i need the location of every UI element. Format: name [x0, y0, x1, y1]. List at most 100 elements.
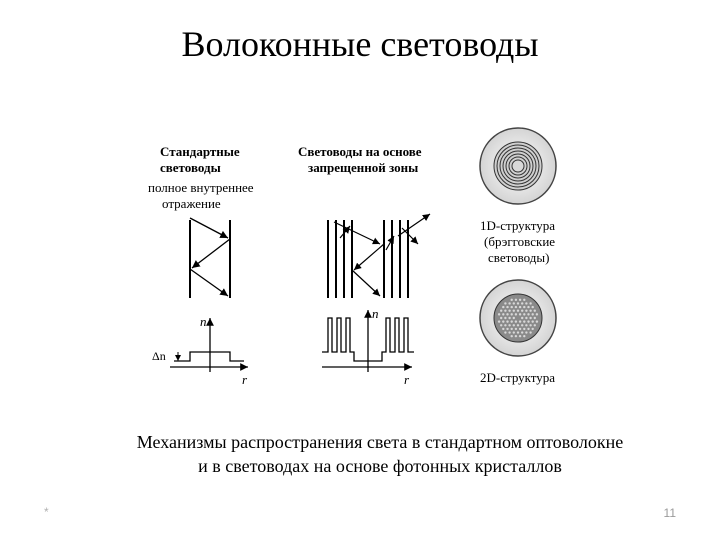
air-hole — [502, 320, 505, 323]
delta-n-label: Δn — [152, 349, 166, 363]
air-hole — [518, 313, 522, 316]
air-hole — [508, 316, 511, 320]
bandgap-axis-n: n — [372, 306, 379, 321]
air-hole — [502, 305, 505, 309]
standard-desc-2: отражение — [162, 196, 221, 211]
air-hole — [497, 313, 501, 316]
air-hole — [523, 313, 526, 316]
standard-axis-n: n — [200, 314, 207, 329]
air-hole — [504, 302, 507, 305]
air-hole — [508, 331, 511, 334]
caption-line-2: и в световодах на основе фотонных криста… — [198, 456, 562, 476]
label-1d-2: (брэгговские — [484, 234, 555, 249]
air-hole — [523, 327, 526, 331]
air-hole — [514, 334, 518, 338]
air-hole — [506, 313, 509, 316]
label-1d-3: световоды) — [488, 250, 549, 265]
total-internal-reflection-ray — [189, 217, 231, 297]
air-hole — [516, 331, 520, 334]
structures-panel: 1D-структура (брэгговские световоды) 2D-… — [479, 127, 557, 385]
standard-heading-1: Стандартные — [160, 144, 240, 159]
bragg-cross-section — [479, 127, 557, 205]
page-number: 11 — [663, 506, 676, 520]
air-hole — [508, 302, 511, 305]
air-hole — [512, 309, 515, 312]
air-hole — [521, 309, 524, 312]
air-hole — [535, 313, 539, 316]
air-hole — [497, 320, 501, 323]
standard-axis-r: r — [242, 372, 248, 387]
air-hole — [529, 324, 532, 327]
air-hole — [523, 305, 526, 309]
air-hole — [527, 313, 530, 316]
air-hole — [510, 327, 513, 331]
air-hole — [523, 334, 526, 338]
air-hole — [512, 331, 515, 334]
air-hole — [525, 331, 528, 334]
air-hole — [521, 324, 524, 327]
air-hole — [529, 331, 532, 334]
air-hole — [516, 302, 520, 305]
air-hole — [527, 320, 530, 323]
air-hole — [514, 305, 518, 309]
air-hole — [512, 302, 515, 305]
label-1d-1: 1D-структура — [480, 218, 555, 233]
air-hole — [525, 309, 528, 312]
air-hole — [512, 324, 515, 327]
air-hole — [500, 309, 503, 312]
label-2d: 2D-структура — [480, 370, 555, 385]
footer-mark: * — [44, 505, 49, 519]
air-hole — [521, 331, 524, 334]
air-hole — [514, 320, 518, 323]
air-hole — [523, 320, 526, 323]
air-hole — [518, 320, 522, 323]
air-hole — [518, 334, 522, 338]
air-hole — [500, 324, 503, 327]
air-hole — [504, 324, 507, 327]
air-hole — [531, 305, 534, 309]
air-hole — [504, 309, 507, 312]
air-hole — [518, 305, 522, 309]
air-hole — [521, 316, 524, 320]
air-hole — [502, 327, 505, 331]
air-hole — [510, 298, 513, 302]
air-hole — [531, 313, 534, 316]
bragg-layers — [327, 220, 409, 298]
air-hole — [531, 320, 534, 323]
bandgap-ray — [333, 213, 431, 297]
air-hole — [514, 327, 518, 331]
air-hole — [523, 298, 526, 302]
bandgap-heading-2: запрещенной зоны — [308, 160, 418, 175]
air-hole — [512, 316, 515, 320]
air-hole — [535, 320, 539, 323]
air-hole — [510, 334, 513, 338]
air-hole — [518, 298, 522, 302]
air-hole — [510, 313, 513, 316]
standard-heading-2: световоды — [160, 160, 221, 175]
bandgap-fiber-panel: Световоды на основе запрещенной зоны — [298, 144, 431, 387]
step-index-profile — [170, 318, 248, 372]
air-hole — [525, 316, 528, 320]
bandgap-heading-1: Световоды на основе — [298, 144, 422, 159]
air-hole — [527, 305, 530, 309]
air-hole — [521, 302, 524, 305]
air-hole — [529, 302, 532, 305]
figure-caption: Механизмы распространения света в станда… — [0, 430, 720, 478]
air-hole — [514, 298, 518, 302]
bandgap-axis-r: r — [404, 372, 410, 387]
caption-line-1: Механизмы распространения света в станда… — [136, 432, 624, 452]
air-hole — [510, 305, 513, 309]
slide-title: Волоконные световоды — [181, 24, 539, 64]
air-hole — [502, 313, 505, 316]
air-hole — [529, 309, 532, 312]
air-hole — [506, 305, 509, 309]
air-hole — [516, 324, 520, 327]
air-hole — [525, 302, 528, 305]
air-hole — [529, 316, 532, 320]
air-hole — [504, 316, 507, 320]
air-hole — [518, 327, 522, 331]
air-hole — [504, 331, 507, 334]
air-hole — [508, 309, 511, 312]
air-hole — [510, 320, 513, 323]
standard-fiber-panel: Стандартные световоды полное внутреннее … — [148, 144, 254, 387]
